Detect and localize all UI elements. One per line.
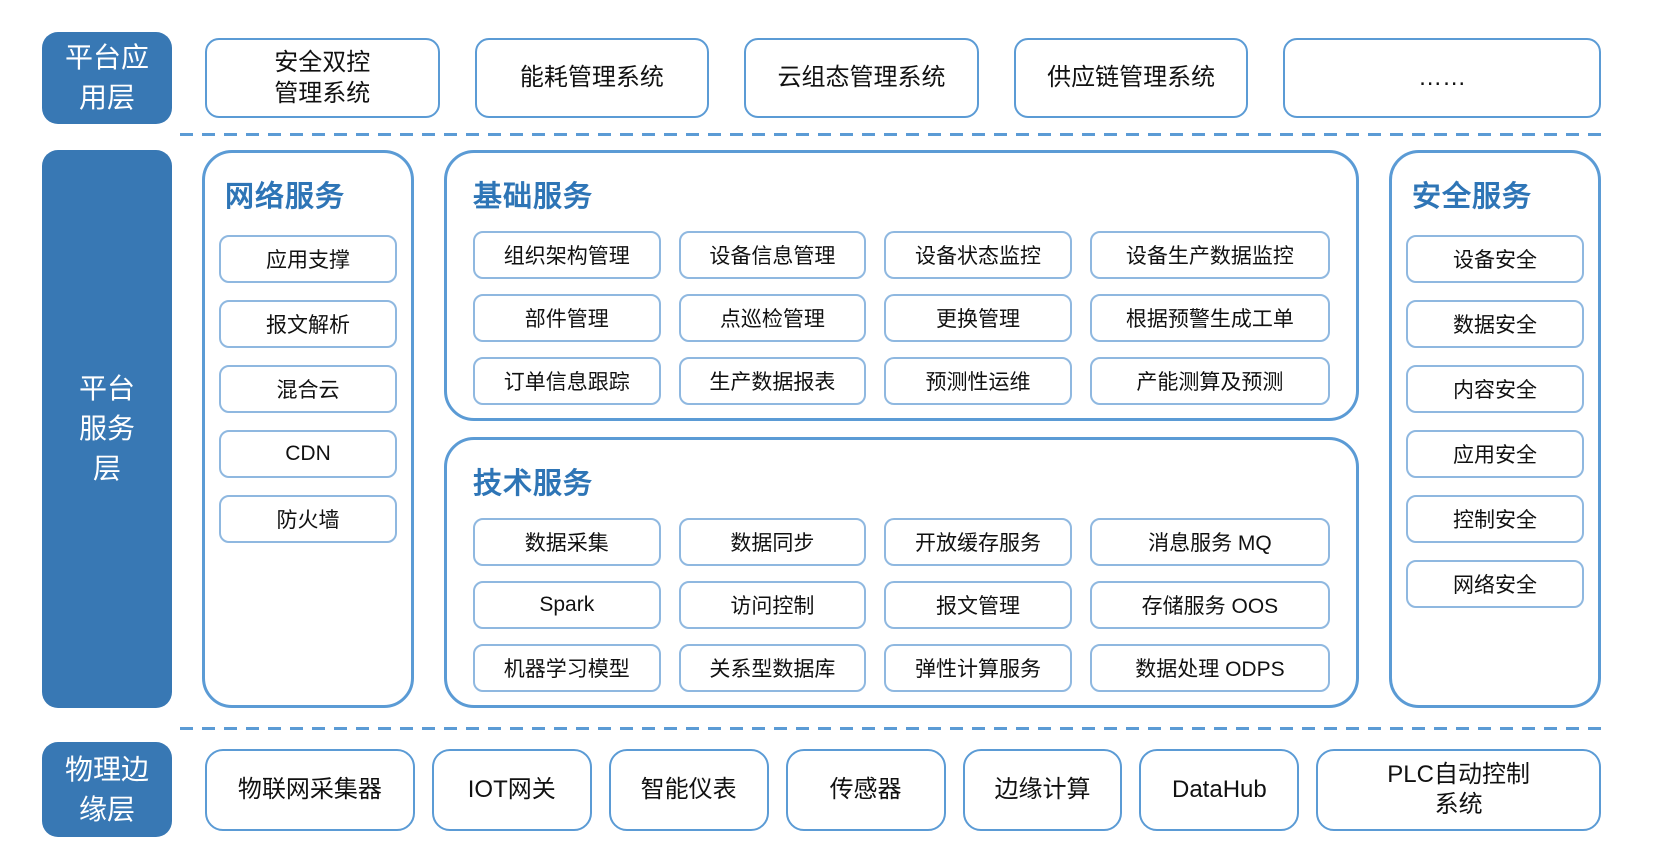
application-boxes: 安全双控 管理系统 能耗管理系统 云组态管理系统 供应链管理系统 …… [205, 32, 1601, 124]
layer-label-edge: 物理边 缘层 [42, 742, 172, 837]
group-title-security: 安全服务 [1412, 181, 1533, 213]
service-item: 预测性运维 [884, 357, 1072, 405]
app-system-box: 安全双控 管理系统 [205, 38, 440, 118]
service-item: 网络安全 [1406, 560, 1584, 608]
edge-boxes: 物联网采集器 IOT网关 智能仪表 传感器 边缘计算 DataHub PLC自动… [205, 742, 1601, 837]
group-network-services: 网络服务 应用支撑 报文解析 混合云 CDN 防火墙 [202, 150, 414, 708]
edge-device-box: 边缘计算 [962, 748, 1123, 831]
service-item: 报文管理 [884, 581, 1072, 629]
edge-layer: 物理边 缘层 物联网采集器 IOT网关 智能仪表 传感器 边缘计算 DataHu… [42, 742, 1601, 837]
service-item: 内容安全 [1406, 365, 1584, 413]
service-item: 组织架构管理 [473, 231, 661, 279]
app-system-box-ellipsis: …… [1283, 38, 1601, 118]
service-item: 设备安全 [1406, 235, 1584, 283]
service-item: 机器学习模型 [473, 644, 661, 692]
service-item: 部件管理 [473, 294, 661, 342]
edge-device-box: DataHub [1139, 748, 1300, 831]
service-item: 设备状态监控 [884, 231, 1072, 279]
service-item: 设备生产数据监控 [1089, 231, 1330, 279]
service-item: 更换管理 [884, 294, 1072, 342]
service-item: 关系型数据库 [678, 644, 867, 692]
network-items: 应用支撑 报文解析 混合云 CDN 防火墙 [205, 215, 411, 543]
app-system-box: 供应链管理系统 [1013, 38, 1249, 118]
service-item: 数据采集 [473, 518, 661, 566]
service-item: 生产数据报表 [678, 357, 867, 405]
group-basic-services: 基础服务 组织架构管理 设备信息管理 设备状态监控 设备生产数据监控 部件管理 … [444, 150, 1359, 421]
service-item: 防火墙 [219, 495, 397, 543]
service-item: 根据预警生成工单 [1089, 294, 1330, 342]
service-item: CDN [219, 430, 397, 478]
layer-label-service: 平台 服务 层 [42, 150, 172, 708]
service-item: Spark [473, 581, 661, 629]
service-item: 消息服务 MQ [1089, 518, 1330, 566]
service-item: 订单信息跟踪 [473, 357, 661, 405]
group-technical-services: 技术服务 数据采集 数据同步 开放缓存服务 消息服务 MQ Spark 访问控制… [444, 437, 1359, 708]
group-title-network: 网络服务 [225, 181, 346, 213]
service-item: 数据安全 [1406, 300, 1584, 348]
group-security-services: 安全服务 设备安全 数据安全 内容安全 应用安全 控制安全 网络安全 [1389, 150, 1601, 708]
edge-device-box: IOT网关 [431, 748, 592, 831]
service-item: 访问控制 [678, 581, 867, 629]
edge-device-box: 传感器 [785, 748, 946, 831]
service-item: 点巡检管理 [678, 294, 867, 342]
service-item: 数据处理 ODPS [1089, 644, 1330, 692]
edge-device-box: 物联网采集器 [205, 748, 415, 831]
service-item: 数据同步 [678, 518, 867, 566]
service-item: 开放缓存服务 [884, 518, 1072, 566]
group-title-basic: 基础服务 [473, 181, 594, 213]
service-layer: 平台 服务 层 网络服务 应用支撑 报文解析 混合云 CDN 防火墙 基础服务 … [42, 150, 1601, 708]
service-item: 设备信息管理 [678, 231, 867, 279]
app-system-box: 能耗管理系统 [474, 38, 710, 118]
group-title-tech: 技术服务 [473, 468, 594, 500]
layer-divider [180, 727, 1601, 730]
service-item: 应用支撑 [219, 235, 397, 283]
layer-divider [180, 133, 1601, 136]
service-item: 弹性计算服务 [884, 644, 1072, 692]
service-item: 应用安全 [1406, 430, 1584, 478]
tech-items: 数据采集 数据同步 开放缓存服务 消息服务 MQ Spark 访问控制 报文管理… [447, 502, 1356, 692]
service-item: 混合云 [219, 365, 397, 413]
edge-device-box: 智能仪表 [608, 748, 769, 831]
app-system-box: 云组态管理系统 [744, 38, 979, 118]
service-item: 产能测算及预测 [1089, 357, 1330, 405]
service-item: 存储服务 OOS [1089, 581, 1330, 629]
layer-label-application: 平台应 用层 [42, 32, 172, 124]
application-layer: 平台应 用层 安全双控 管理系统 能耗管理系统 云组态管理系统 供应链管理系统 … [42, 32, 1601, 124]
security-items: 设备安全 数据安全 内容安全 应用安全 控制安全 网络安全 [1392, 215, 1598, 608]
edge-device-box: PLC自动控制 系统 [1316, 748, 1601, 831]
center-groups: 基础服务 组织架构管理 设备信息管理 设备状态监控 设备生产数据监控 部件管理 … [444, 150, 1359, 708]
service-item: 控制安全 [1406, 495, 1584, 543]
basic-items: 组织架构管理 设备信息管理 设备状态监控 设备生产数据监控 部件管理 点巡检管理… [447, 215, 1356, 405]
service-item: 报文解析 [219, 300, 397, 348]
